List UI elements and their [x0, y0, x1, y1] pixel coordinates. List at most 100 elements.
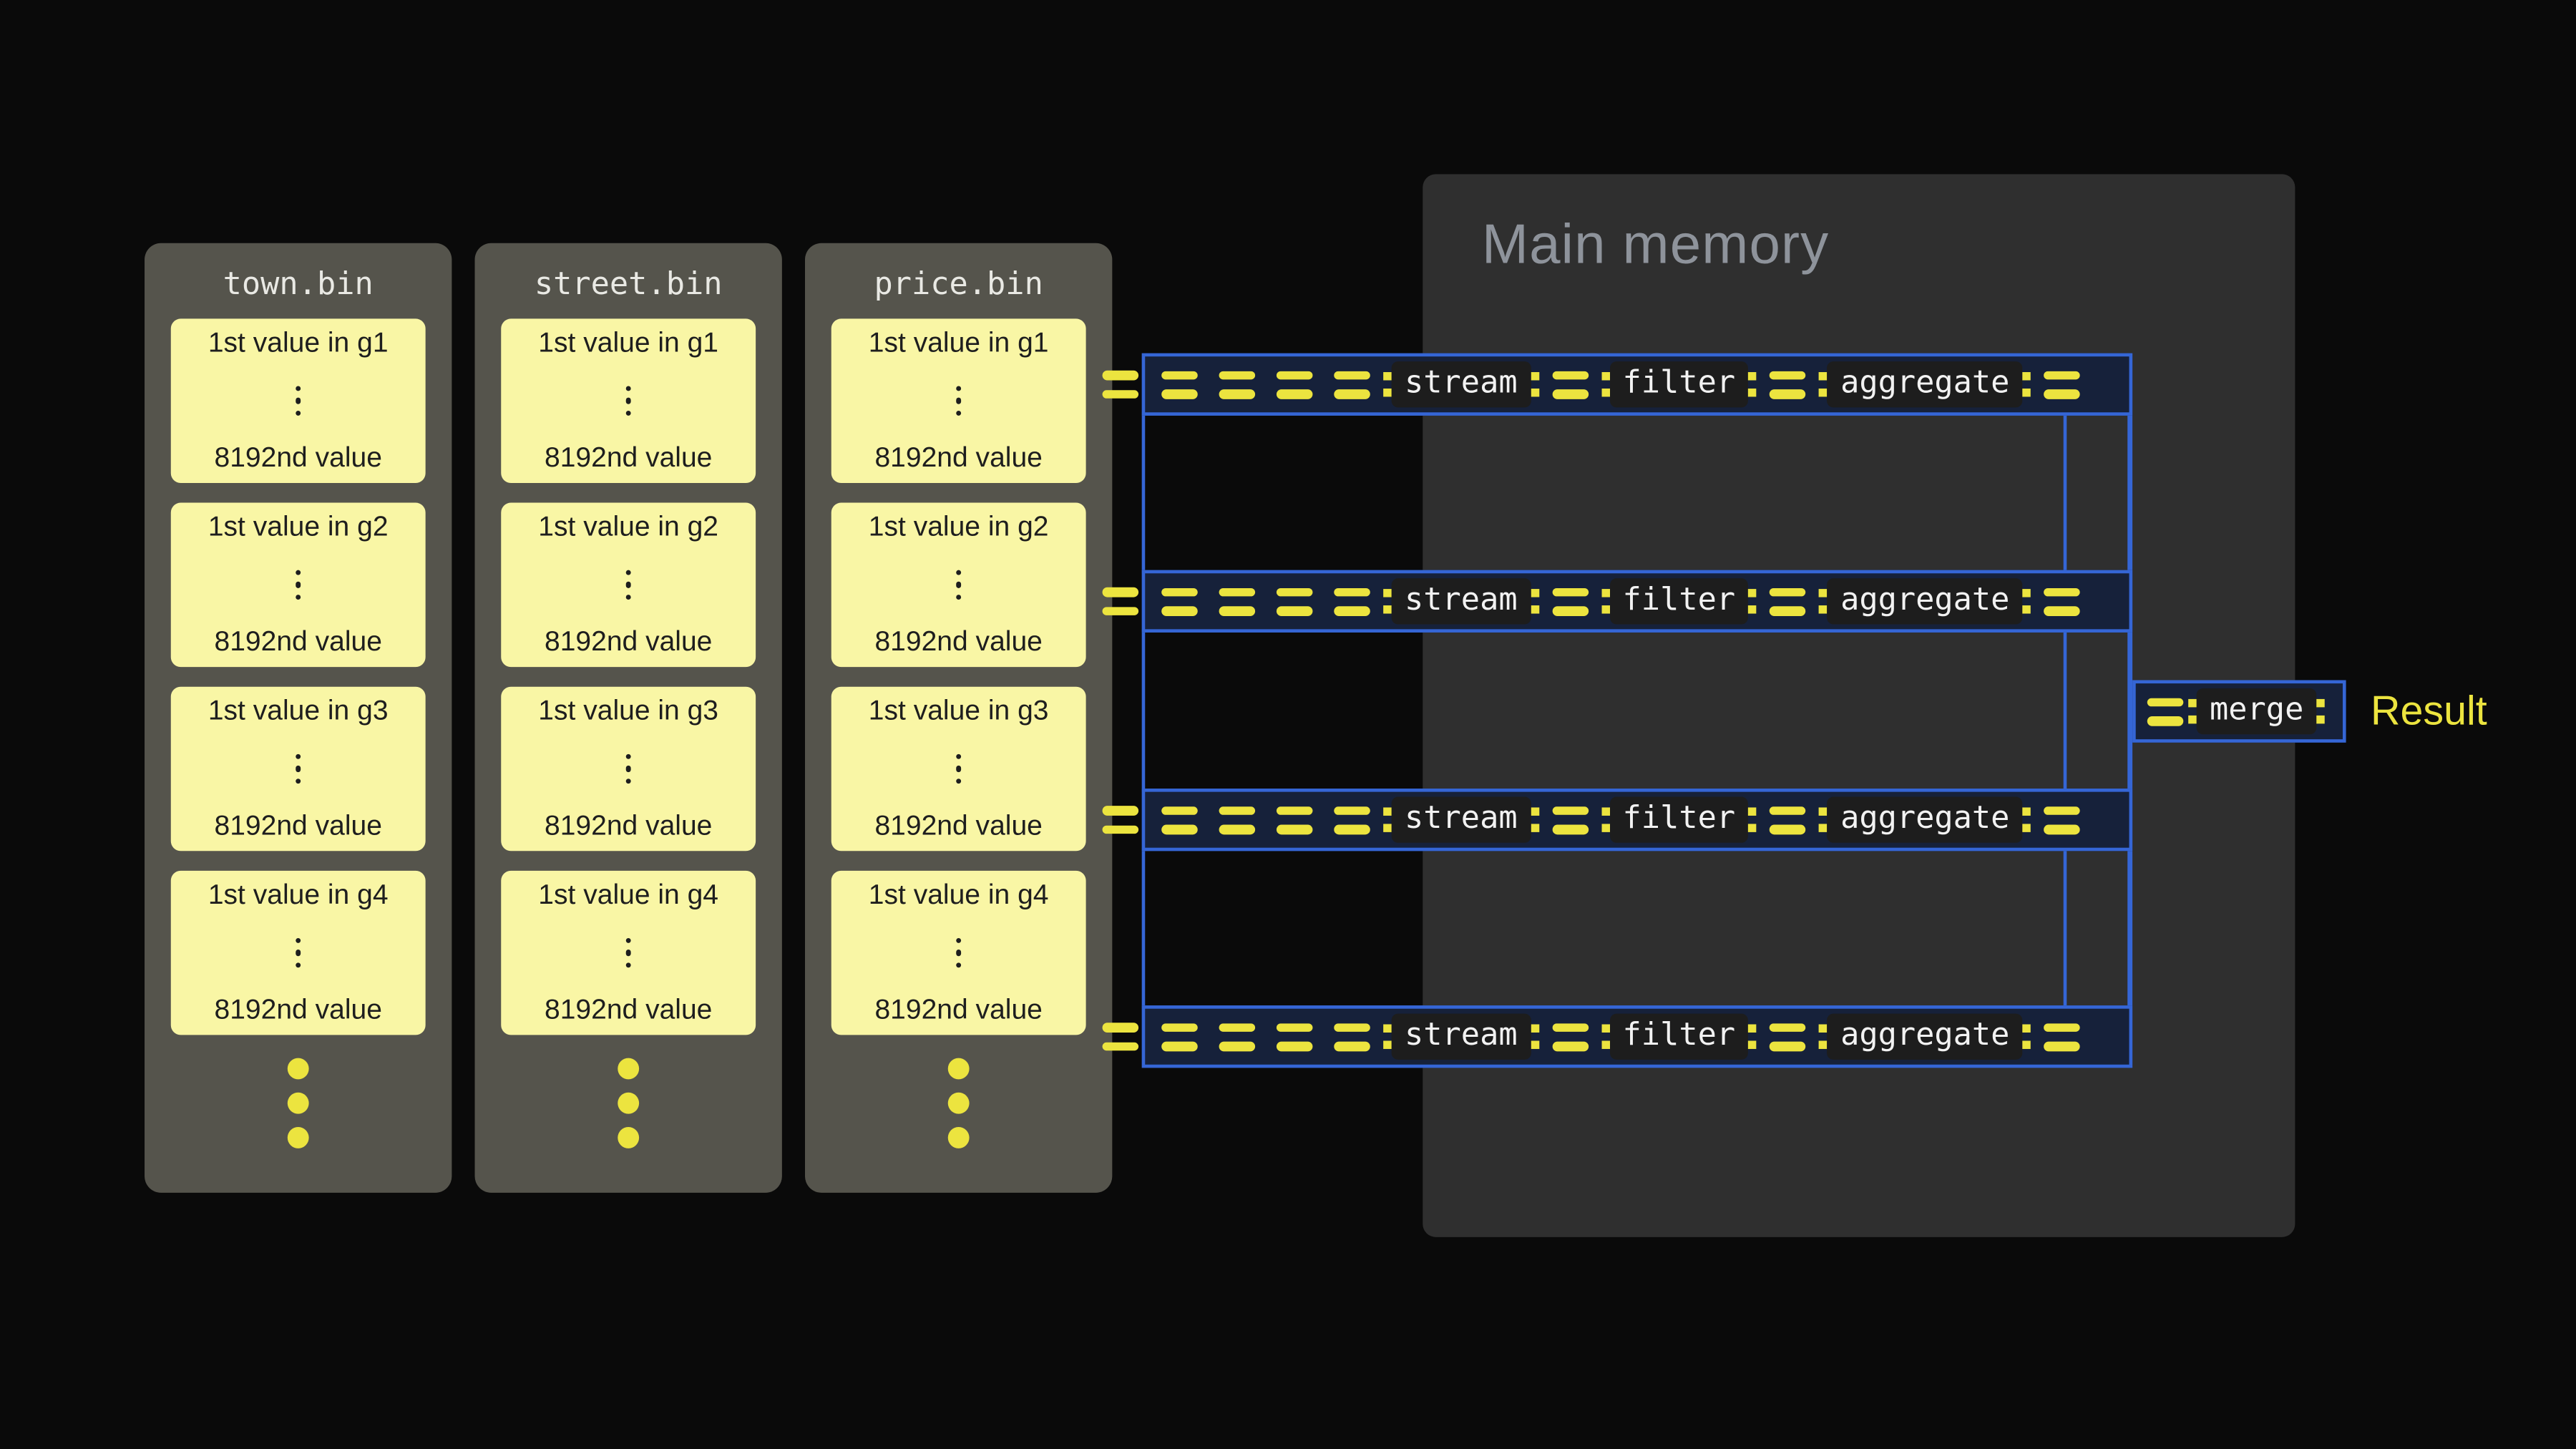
row-group-first-value: 1st value in g1: [868, 326, 1049, 358]
row-group-first-value: 1st value in g1: [208, 326, 389, 358]
row-group-first-value: 1st value in g2: [538, 511, 719, 542]
aggregate-operator-label: aggregate: [1827, 577, 2023, 625]
data-chunk-icon: [1219, 1023, 1256, 1051]
data-chunk-icon: [1219, 370, 1256, 399]
pipeline-connector-rect: [1141, 629, 2067, 792]
vertical-ellipsis-icon: [955, 570, 962, 600]
pipeline-band-2: stream filter aggregate: [1102, 570, 2133, 633]
stream-operator-label: stream: [1391, 1013, 1531, 1060]
filter-operator-label: filter: [1609, 577, 1749, 625]
row-group-first-value: 1st value in g4: [868, 879, 1049, 910]
vertical-ellipsis-icon: [625, 385, 632, 416]
data-chunk-icon: [1770, 587, 1806, 615]
row-group-last-value: 8192nd value: [874, 441, 1043, 473]
data-chunk-icon: [1770, 370, 1806, 399]
row-group-last-value: 8192nd value: [214, 441, 382, 473]
row-group-first-value: 1st value in g3: [868, 695, 1049, 726]
data-chunk-icon: [1334, 587, 1370, 615]
file-panel-street: street.bin 1st value in g1 8192nd value …: [474, 243, 782, 1193]
row-group-box: 1st value in g4 8192nd value: [501, 870, 756, 1035]
vertical-ellipsis-icon: [625, 753, 632, 784]
data-chunk-icon: [1102, 806, 1139, 834]
data-chunk-icon: [1551, 1023, 1589, 1051]
row-group-first-value: 1st value in g2: [868, 511, 1049, 542]
row-group-box: 1st value in g3 8192nd value: [501, 686, 756, 852]
row-group-first-value: 1st value in g4: [208, 879, 389, 910]
pipeline-band-4: stream filter aggregate: [1102, 1005, 2133, 1068]
aggregate-operator-label: aggregate: [1827, 361, 2023, 409]
pipeline-connector-rect: [1141, 847, 2067, 1009]
vertical-ellipsis-icon: [955, 385, 962, 416]
data-chunk-icon: [1276, 587, 1313, 615]
memory-title: Main memory: [1481, 213, 1830, 276]
row-group-last-value: 8192nd value: [214, 809, 382, 841]
stream-operator-label: stream: [1391, 361, 1531, 409]
row-group-last-value: 8192nd value: [874, 625, 1043, 657]
row-group-first-value: 1st value in g2: [208, 511, 389, 542]
data-chunk-icon: [1770, 806, 1806, 834]
row-group-last-value: 8192nd value: [874, 993, 1043, 1025]
row-group-last-value: 8192nd value: [214, 993, 382, 1025]
stream-operator-label: stream: [1391, 577, 1531, 625]
data-chunk-icon: [1276, 370, 1313, 399]
row-group-last-value: 8192nd value: [544, 993, 713, 1025]
data-chunk-icon: [1102, 1023, 1139, 1051]
pipeline-band-1: stream filter aggregate: [1102, 353, 2133, 416]
vertical-ellipsis-icon: [295, 753, 301, 784]
data-chunk-icon: [1334, 806, 1370, 834]
filter-operator-label: filter: [1609, 796, 1749, 844]
data-chunk-icon: [1551, 587, 1589, 615]
row-group-last-value: 8192nd value: [214, 625, 382, 657]
pipeline-band-3: stream filter aggregate: [1102, 789, 2133, 852]
vertical-ellipsis-icon: [955, 753, 962, 784]
data-chunk-icon: [1551, 806, 1589, 834]
row-group-first-value: 1st value in g1: [538, 326, 719, 358]
result-label: Result: [2371, 688, 2487, 735]
aggregate-operator-label: aggregate: [1827, 1013, 2023, 1060]
row-group-last-value: 8192nd value: [544, 809, 713, 841]
data-chunk-icon: [1102, 587, 1139, 615]
data-chunk-icon: [1161, 587, 1198, 615]
file-panel-price: price.bin 1st value in g1 8192nd value 1…: [805, 243, 1113, 1193]
vertical-ellipsis-icon: [625, 937, 632, 968]
row-group-box: 1st value in g3 8192nd value: [831, 686, 1086, 852]
row-group-first-value: 1st value in g3: [208, 695, 389, 726]
file-panel-town: town.bin 1st value in g1 8192nd value 1s…: [145, 243, 452, 1193]
data-chunk-icon: [2147, 697, 2184, 726]
data-chunk-icon: [1770, 1023, 1806, 1051]
data-chunk-icon: [1161, 1023, 1198, 1051]
data-chunk-icon: [1276, 1023, 1313, 1051]
file-title: price.bin: [874, 265, 1043, 303]
data-chunk-icon: [1276, 806, 1313, 834]
row-group-last-value: 8192nd value: [544, 625, 713, 657]
row-group-box: 1st value in g1 8192nd value: [501, 318, 756, 484]
file-title: town.bin: [223, 265, 374, 303]
data-chunk-icon: [1102, 370, 1139, 399]
filter-operator-label: filter: [1609, 361, 1749, 409]
row-group-box: 1st value in g2 8192nd value: [831, 502, 1086, 668]
merge-operator-label: merge: [2196, 688, 2317, 736]
data-chunk-icon: [2044, 370, 2081, 399]
row-group-first-value: 1st value in g4: [538, 879, 719, 910]
row-group-last-value: 8192nd value: [544, 441, 713, 473]
vertical-ellipsis-icon: [295, 937, 301, 968]
data-chunk-icon: [1161, 806, 1198, 834]
file-title: street.bin: [534, 265, 723, 303]
data-chunk-icon: [2044, 1023, 2081, 1051]
merge-connector-line: [2127, 353, 2133, 1068]
row-group-box: 1st value in g2 8192nd value: [170, 502, 426, 668]
vertical-ellipsis-icon: [295, 385, 301, 416]
more-groups-ellipsis-icon: [475, 1058, 782, 1148]
row-group-box: 1st value in g4 8192nd value: [831, 870, 1086, 1035]
vertical-ellipsis-icon: [295, 570, 301, 600]
more-groups-ellipsis-icon: [805, 1058, 1112, 1148]
pipeline-connector-rect: [1141, 412, 2067, 574]
data-chunk-icon: [1334, 370, 1370, 399]
row-group-box: 1st value in g1 8192nd value: [170, 318, 426, 484]
row-group-box: 1st value in g4 8192nd value: [170, 870, 426, 1035]
data-chunk-icon: [1161, 370, 1198, 399]
data-chunk-icon: [1219, 806, 1256, 834]
row-group-box: 1st value in g2 8192nd value: [501, 502, 756, 668]
vertical-ellipsis-icon: [955, 937, 962, 968]
